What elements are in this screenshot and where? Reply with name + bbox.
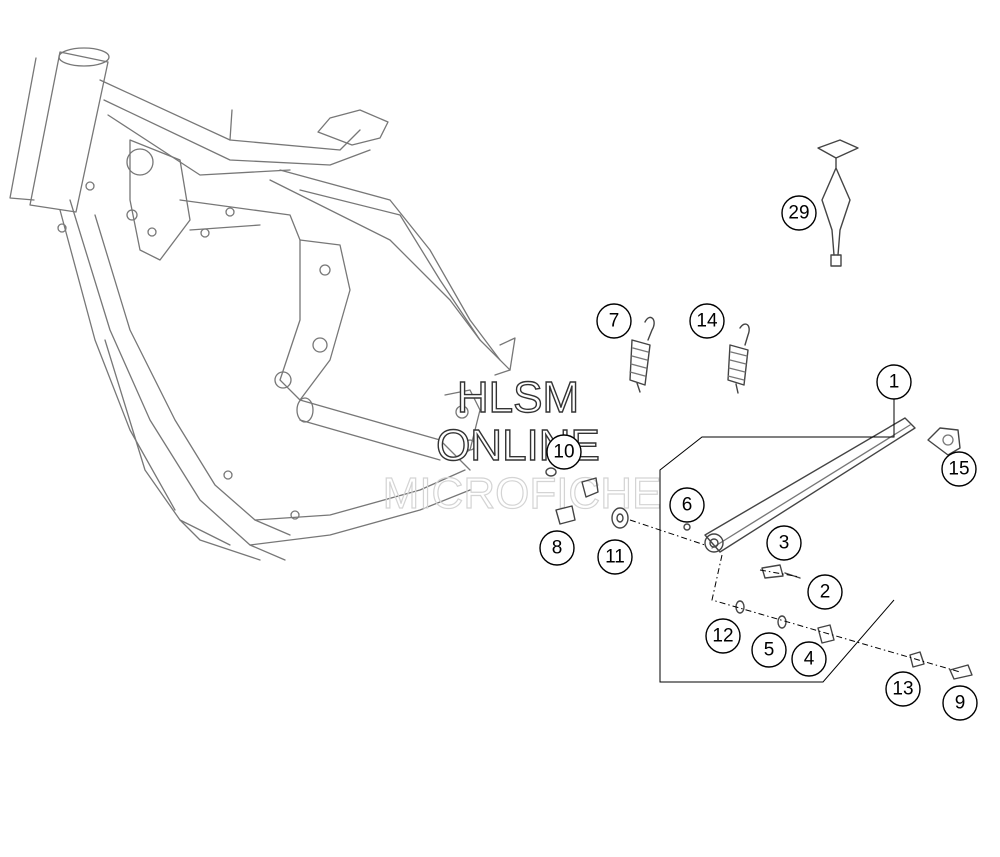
callout-label: 11 (605, 547, 625, 568)
kit-bracket (659, 395, 895, 683)
watermark-line-3: MICROFICHE (383, 469, 662, 518)
callout-12: 12 (705, 618, 741, 654)
callout-4: 4 (791, 641, 827, 677)
callout-label: 8 (552, 538, 563, 559)
callout-label: 3 (779, 533, 790, 554)
callout-label: 13 (892, 679, 913, 700)
callout-label: 7 (609, 311, 620, 332)
callout-10: 10 (546, 434, 582, 470)
callout-9: 9 (942, 685, 978, 721)
callout-1: 1 (876, 364, 912, 400)
motorcycle-frame (9, 47, 516, 561)
assembly-lines (629, 519, 961, 673)
watermark-line-1: HLSM (457, 373, 579, 422)
callout-label: 10 (553, 442, 574, 463)
tool-part-29 (817, 139, 859, 267)
callout-15: 15 (941, 451, 977, 487)
callout-11: 11 (597, 539, 633, 575)
callout-7: 7 (596, 303, 632, 339)
callout-label: 9 (955, 693, 966, 714)
callout-2: 2 (807, 574, 843, 610)
callout-label: 5 (764, 640, 775, 661)
callout-label: 1 (889, 372, 900, 393)
spring-part-7 (629, 316, 655, 393)
callout-label: 4 (804, 649, 815, 670)
callout-label: 29 (788, 203, 809, 224)
callout-label: 2 (820, 582, 831, 603)
callout-5: 5 (751, 632, 787, 668)
spring-part-14 (727, 323, 750, 394)
callout-label: 14 (696, 311, 718, 332)
small-parts-8-10-11 (545, 467, 629, 529)
callout-13: 13 (885, 671, 921, 707)
callout-29: 29 (781, 195, 817, 231)
watermark: HLSM ONLINE MICROFICHE (382, 372, 662, 518)
callout-label: 15 (948, 459, 969, 480)
callout-3: 3 (766, 525, 802, 561)
callout-6: 6 (669, 487, 705, 523)
callout-8: 8 (539, 530, 575, 566)
callout-label: 12 (712, 626, 733, 647)
callout-14: 14 (689, 303, 725, 339)
callout-label: 6 (682, 495, 693, 516)
